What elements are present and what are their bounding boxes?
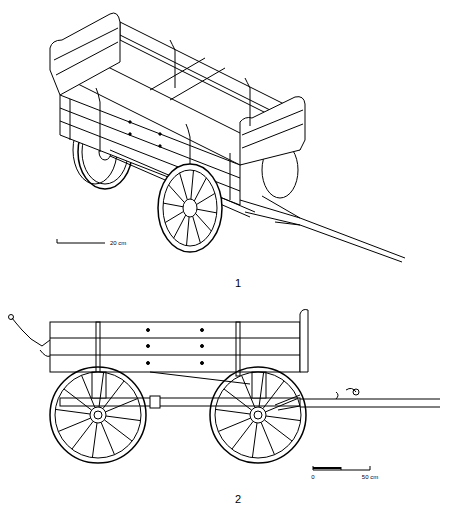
wheel-spoke — [265, 399, 297, 412]
wheel-spoke — [92, 423, 97, 458]
scale-label: 20 cm — [110, 240, 126, 246]
wheel-spoke — [197, 209, 217, 213]
wheel-spoke — [242, 375, 255, 407]
wheel-spoke — [266, 416, 301, 421]
wheel-spoke — [99, 372, 104, 407]
wheel-spoke — [263, 381, 284, 409]
wheel-spoke — [101, 422, 114, 454]
wagon-side-view — [9, 310, 441, 471]
wheel-spoke — [252, 423, 257, 458]
wheel-spoke — [104, 420, 132, 441]
wheel-spoke — [264, 420, 292, 441]
wheel-spoke — [259, 372, 264, 407]
wheel-spoke — [169, 185, 185, 203]
wheel-spoke — [193, 216, 201, 243]
wheel-spoke — [72, 421, 93, 449]
wheel-spoke — [58, 418, 90, 431]
scale-label: 50 cm — [362, 474, 378, 480]
wheel-spoke — [224, 389, 252, 410]
figure-number: 2 — [235, 494, 241, 505]
wheel-spoke — [106, 416, 141, 421]
wagon-perspective — [50, 13, 405, 262]
wheel-spoke — [232, 421, 253, 449]
wheel-spoke — [82, 375, 95, 407]
wheel-spoke — [261, 422, 274, 454]
wheel-spoke — [197, 193, 215, 204]
wheel-spoke — [187, 217, 190, 246]
wheel-spoke — [194, 178, 206, 201]
figure-number: 1 — [235, 278, 241, 289]
wheel-spoke — [105, 399, 137, 412]
wheel-spoke — [196, 214, 212, 232]
wheel-spoke — [103, 381, 124, 409]
wheel-spoke — [165, 212, 183, 223]
scale-label: 0 — [311, 474, 314, 480]
wheel-spoke — [174, 215, 186, 238]
wheel-spoke — [191, 170, 194, 199]
wheel-spoke — [215, 409, 250, 414]
wheel-spoke — [64, 389, 92, 410]
wheel-spoke — [180, 173, 188, 200]
wheel-spoke — [218, 418, 250, 431]
wheel-spoke — [163, 203, 183, 207]
wheel-spoke — [55, 409, 90, 414]
